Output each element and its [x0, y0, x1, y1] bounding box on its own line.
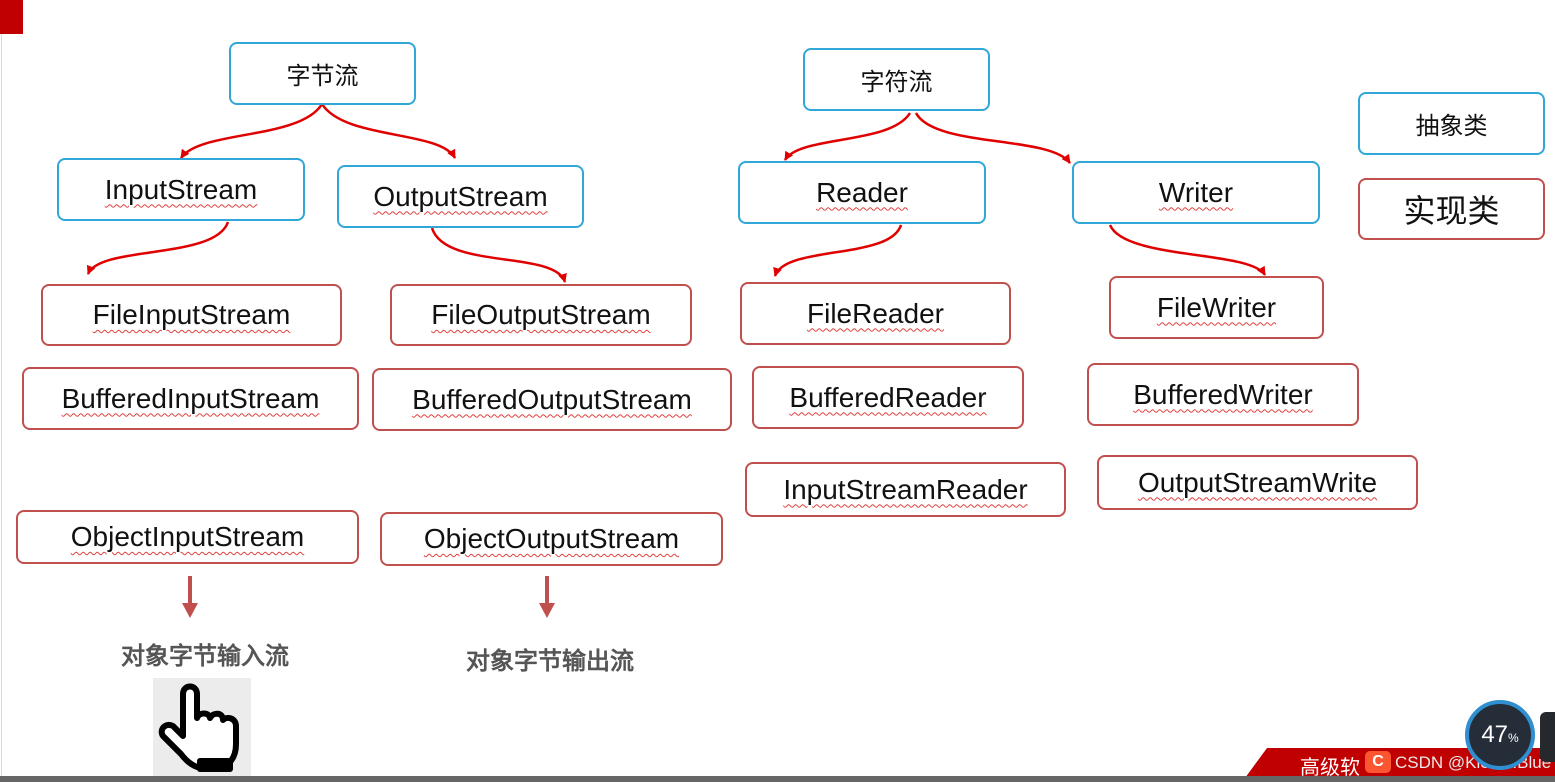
node-buffered-reader: BufferedReader — [752, 366, 1024, 429]
node-input-stream: InputStream — [57, 158, 305, 221]
node-object-output-stream: ObjectOutputStream — [380, 512, 723, 566]
csdn-logo-icon: C — [1365, 751, 1391, 773]
arrow-char-to-reader — [783, 112, 912, 161]
down-arrow-object-input — [182, 576, 198, 618]
node-reader: Reader — [738, 161, 986, 224]
node-label: FileReader — [807, 297, 944, 329]
corner-accent — [0, 0, 23, 34]
legend-abstract: 抽象类 — [1358, 92, 1545, 155]
node-char-stream: 字符流 — [803, 48, 990, 111]
node-label: FileInputStream — [92, 299, 291, 330]
arrow-output-to-file — [430, 227, 567, 283]
node-label: 字符流 — [860, 69, 933, 96]
node-label: OutputStreamWrite — [1137, 466, 1378, 498]
node-byte-stream: 字节流 — [229, 42, 416, 105]
node-label: Writer — [1158, 176, 1234, 208]
arrow-writer-to-file — [1108, 224, 1267, 276]
node-label: BufferedReader — [789, 381, 987, 413]
arrow-byte-to-output — [320, 103, 457, 159]
node-label: ObjectOutputStream — [423, 523, 680, 554]
node-buffered-output-stream: BufferedOutputStream — [372, 368, 732, 431]
gauge-unit: % — [1508, 731, 1519, 745]
node-writer: Writer — [1072, 161, 1320, 224]
arrow-byte-to-input — [179, 103, 324, 159]
arrow-char-to-writer — [914, 112, 1072, 164]
node-label: 字节流 — [286, 63, 359, 90]
legend-label: 实现类 — [1403, 193, 1500, 229]
node-output-stream: OutputStream — [337, 165, 584, 228]
node-object-input-stream: ObjectInputStream — [16, 510, 359, 564]
node-input-stream-reader: InputStreamReader — [745, 462, 1066, 517]
node-label: BufferedInputStream — [61, 382, 320, 414]
node-label: FileWriter — [1156, 291, 1277, 323]
caption-object-output: 对象字节输出流 — [466, 648, 634, 675]
arrow-input-to-file — [86, 221, 230, 275]
node-buffered-writer: BufferedWriter — [1087, 363, 1359, 426]
arrow-reader-to-file — [773, 224, 903, 277]
down-arrow-object-output — [539, 576, 555, 618]
node-file-reader: FileReader — [740, 282, 1011, 345]
node-label: InputStreamReader — [783, 473, 1028, 505]
node-label: ObjectInputStream — [70, 521, 305, 552]
node-label: BufferedOutputStream — [412, 383, 692, 415]
node-file-writer: FileWriter — [1109, 276, 1324, 339]
bottom-strip — [0, 776, 1555, 782]
legend-label: 抽象类 — [1415, 113, 1488, 140]
node-label: FileOutputStream — [431, 299, 651, 330]
legend-implementation: 实现类 — [1358, 178, 1545, 240]
side-panel-tab[interactable] — [1540, 712, 1555, 762]
node-output-stream-write: OutputStreamWrite — [1097, 455, 1418, 510]
caption-object-input: 对象字节输入流 — [121, 643, 289, 670]
node-label: InputStream — [104, 173, 258, 205]
node-label: BufferedWriter — [1133, 378, 1313, 410]
node-buffered-input-stream: BufferedInputStream — [22, 367, 359, 430]
node-label: OutputStream — [373, 180, 548, 212]
slide-edge-line — [1, 34, 2, 782]
node-file-output-stream: FileOutputStream — [390, 284, 692, 346]
gauge-value: 47 — [1481, 721, 1509, 748]
node-label: Reader — [816, 176, 908, 208]
node-file-input-stream: FileInputStream — [41, 284, 342, 346]
pointing-hand-icon — [153, 678, 251, 776]
banner-text: 高级软 — [1300, 755, 1360, 779]
progress-gauge[interactable]: 47% — [1465, 700, 1535, 770]
